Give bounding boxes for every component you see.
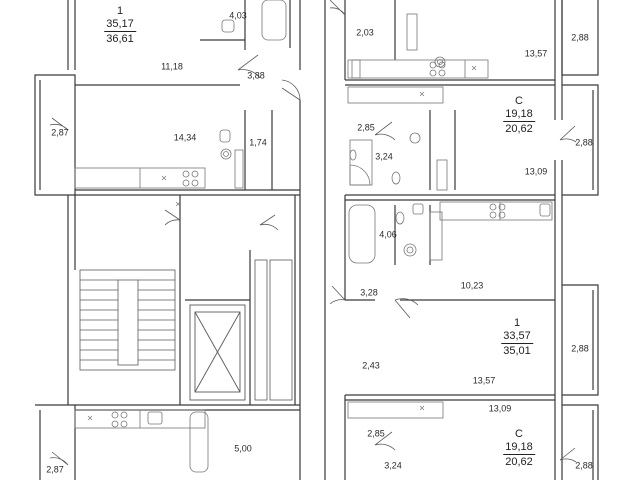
unit-living-area: 35,17 bbox=[104, 18, 136, 32]
unit-number: 1 bbox=[116, 5, 124, 17]
room-area-label: 2,85 bbox=[367, 428, 385, 439]
shower-icons bbox=[220, 56, 446, 257]
room-area-label: 2,85 bbox=[357, 122, 375, 133]
room-area-label: 14,34 bbox=[173, 132, 197, 143]
room-area-label: 4,03 bbox=[229, 10, 247, 21]
unit-total-area: 35,01 bbox=[503, 345, 531, 357]
unit-number: С bbox=[515, 95, 523, 107]
service-shaft bbox=[254, 259, 293, 401]
room-area-label: 3,88 bbox=[247, 70, 265, 81]
unit-living-area: 19,18 bbox=[503, 108, 535, 122]
bathtub-icons bbox=[189, 0, 376, 473]
room-area-label: 2,88 bbox=[571, 343, 589, 354]
unit-number: С bbox=[515, 428, 523, 440]
room-area-label: 3,28 bbox=[360, 287, 378, 298]
sink-icons bbox=[147, 19, 551, 425]
room-area-label: 3,24 bbox=[375, 151, 393, 162]
elevator-shaft bbox=[189, 304, 246, 401]
room-area-label: 2,88 bbox=[575, 137, 593, 148]
unit-number: 1 bbox=[513, 317, 521, 329]
right-wall-lines bbox=[324, 0, 599, 480]
door-swings bbox=[49, 0, 577, 466]
unit-summary-4: С 19,18 20,62 bbox=[503, 429, 535, 468]
room-area-label: 13,57 bbox=[524, 48, 548, 59]
cooktop-icons bbox=[111, 61, 506, 428]
vent-marks bbox=[87, 65, 477, 421]
room-area-label: 5,00 bbox=[234, 443, 252, 454]
room-area-label: 10,23 bbox=[460, 280, 484, 291]
radiator-icons bbox=[234, 13, 448, 261]
room-area-label: 2,88 bbox=[575, 460, 593, 471]
unit-total-area: 20,62 bbox=[505, 123, 533, 135]
unit-summary-3: 1 33,57 35,01 bbox=[501, 318, 533, 357]
kitchen-counters bbox=[74, 59, 553, 429]
room-area-label: 3,24 bbox=[384, 460, 402, 471]
room-area-label: 13,09 bbox=[488, 403, 512, 414]
unit-living-area: 19,18 bbox=[503, 441, 535, 455]
room-area-label: 13,57 bbox=[472, 375, 496, 386]
unit-summary-1: 1 35,17 36,61 bbox=[104, 6, 136, 45]
unit-summary-2: С 19,18 20,62 bbox=[503, 96, 535, 135]
room-area-label: 2,03 bbox=[356, 27, 374, 38]
unit-living-area: 33,57 bbox=[501, 330, 533, 344]
room-area-label: 1,74 bbox=[249, 137, 267, 148]
unit-total-area: 36,61 bbox=[106, 33, 134, 45]
stairwell bbox=[79, 269, 176, 371]
unit-total-area: 20,62 bbox=[505, 456, 533, 468]
room-area-label: 2,87 bbox=[51, 127, 69, 138]
room-area-label: 4,06 bbox=[379, 229, 397, 240]
room-area-label: 11,18 bbox=[161, 61, 183, 72]
room-area-label: 2,87 bbox=[46, 464, 64, 475]
room-area-label: 2,43 bbox=[362, 360, 380, 371]
room-area-label: 13,09 bbox=[524, 166, 548, 177]
room-area-label: 2,88 bbox=[571, 32, 589, 43]
